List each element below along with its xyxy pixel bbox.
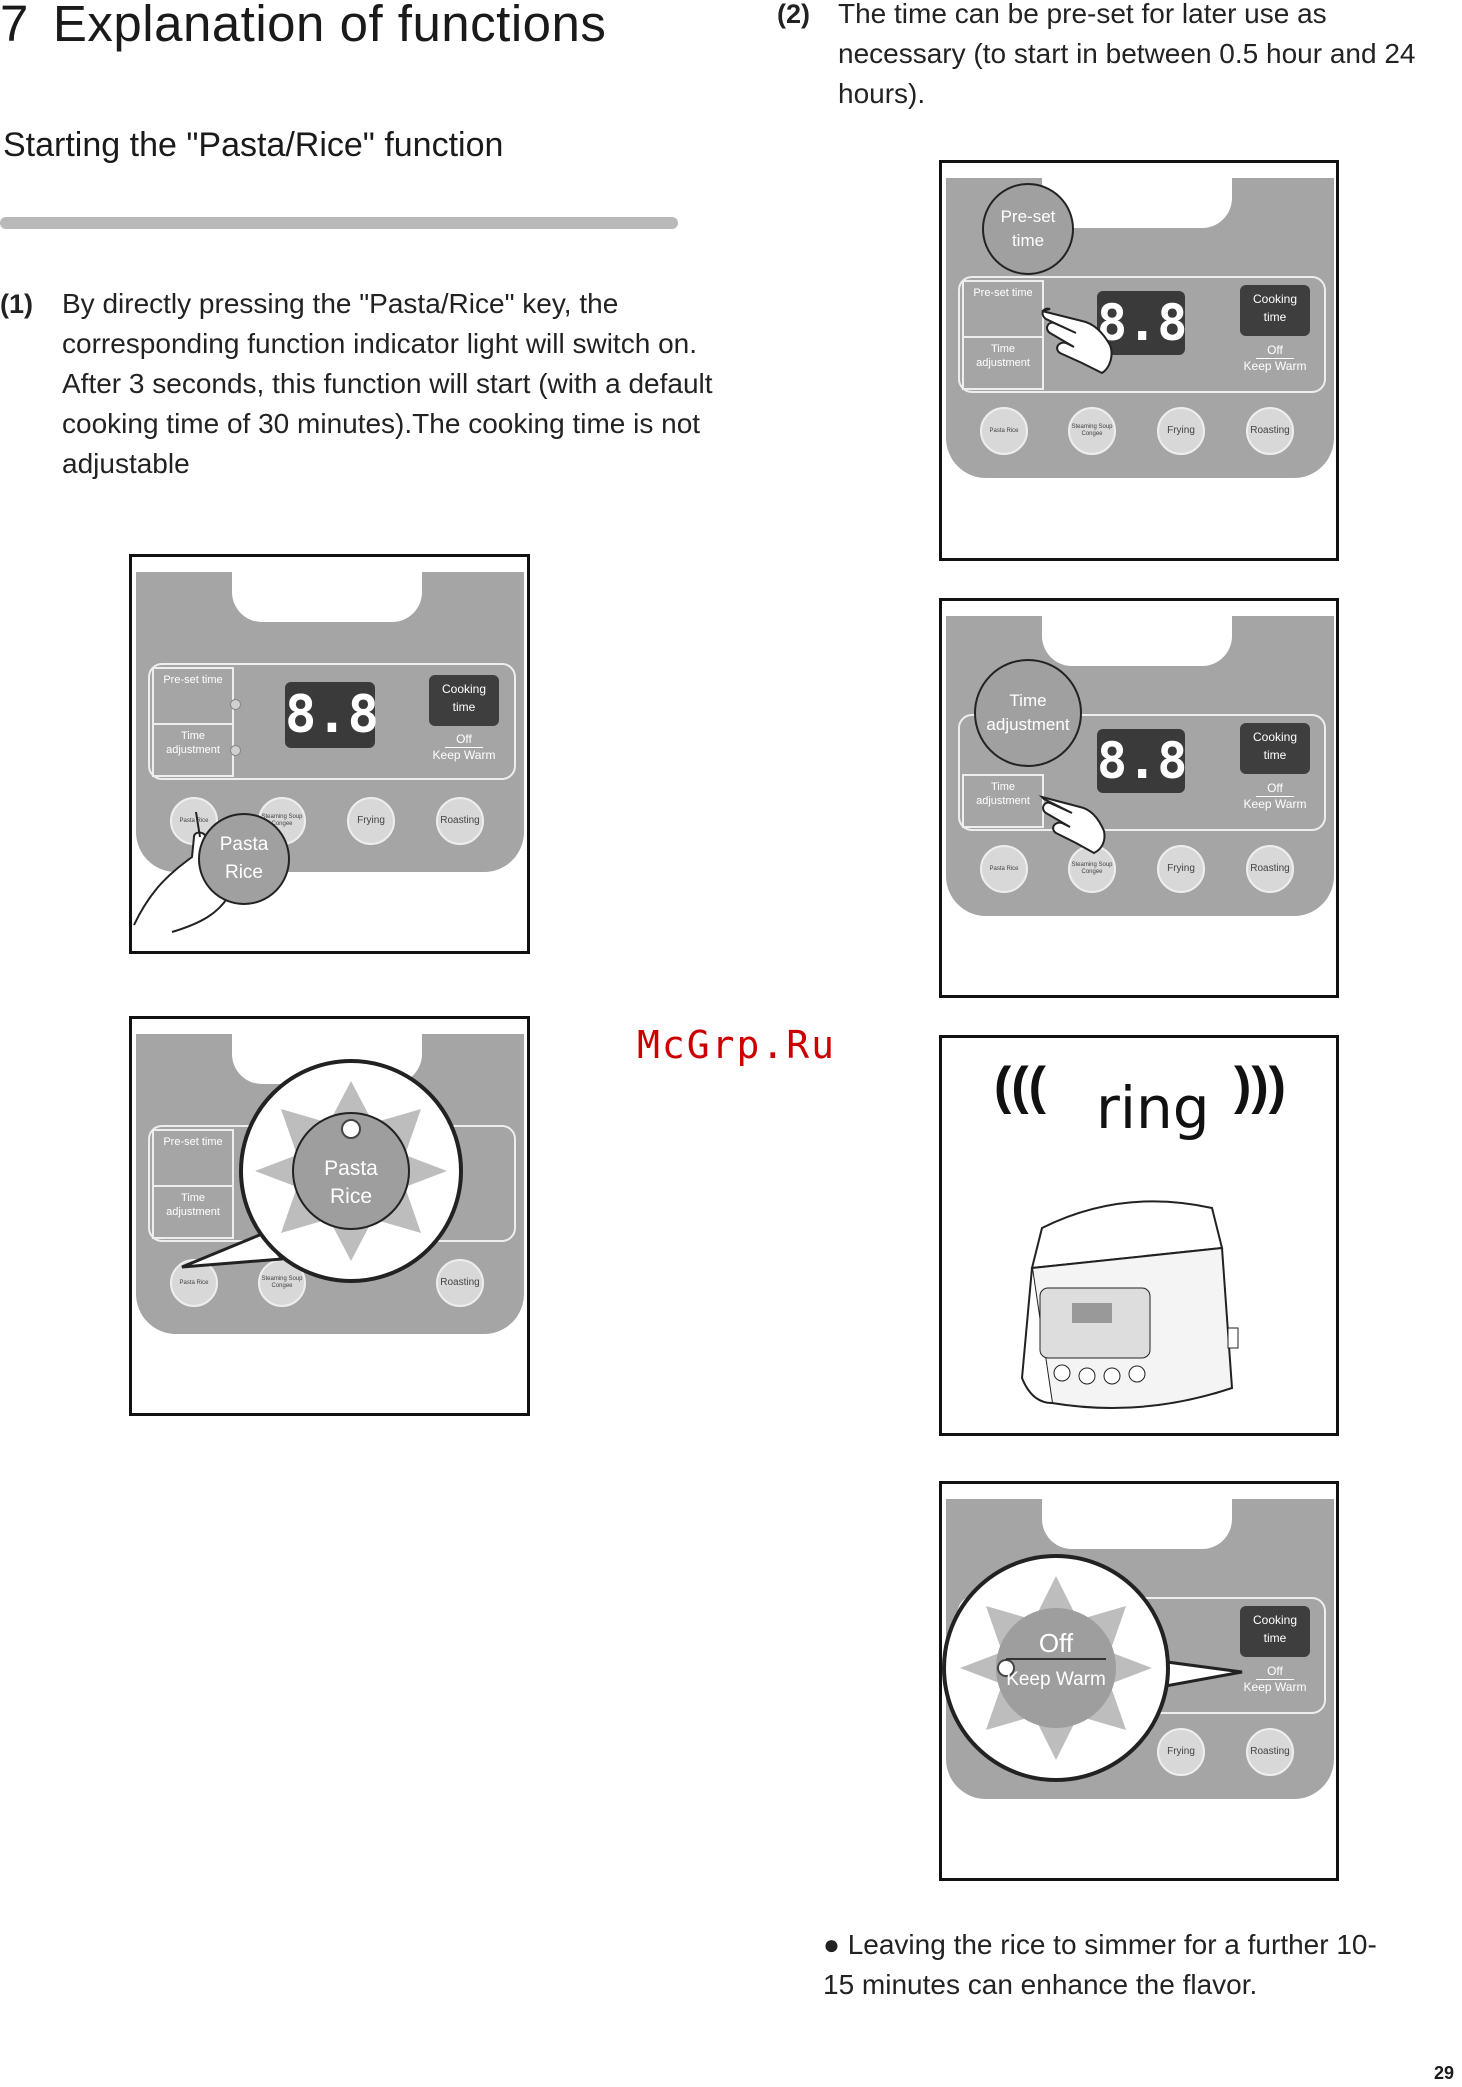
section-title: Explanation of functions (52, 0, 607, 52)
subheading: Starting the "Pasta/Rice" function (3, 126, 504, 164)
hand-icon (1041, 307, 1113, 375)
starburst-icon (255, 1081, 447, 1261)
step-2: (2) The time can be pre-set for later us… (777, 0, 1457, 114)
starburst-icon (960, 1576, 1152, 1760)
zoom-pasta-rice-label: Pasta Rice (324, 1157, 378, 1208)
tip-note: ● Leaving the rice to simmer for a furth… (823, 1925, 1383, 2005)
sound-waves-left-icon: ((( (994, 1057, 1046, 1115)
roasting-button: Roasting (1246, 407, 1294, 455)
time-led (230, 745, 241, 756)
section-heading: 7 Explanation of functions (0, 0, 606, 53)
ring-label: ring (1096, 1074, 1210, 1142)
roasting-button: Roasting (1246, 1728, 1294, 1776)
zoom-circle: Off Keep Warm (942, 1554, 1170, 1782)
digital-display: 8.8 (1097, 729, 1187, 793)
roasting-button: Roasting (1246, 845, 1294, 893)
time-adjustment-key: Time adjustment (152, 1185, 234, 1239)
preset-led (230, 699, 241, 710)
step-1-text: By directly pressing the "Pasta/Rice" ke… (62, 288, 713, 479)
zoom-off-label: Off (1006, 1628, 1106, 1660)
step-1-number: (1) (0, 289, 33, 319)
zoom-circle: Pasta Rice (239, 1059, 463, 1283)
hand-icon (1038, 795, 1106, 855)
step-1: (1) By directly pressing the "Pasta/Rice… (0, 284, 740, 504)
steaming-button: Steaming Soup Congee (1068, 407, 1116, 455)
step-2-number: (2) (777, 0, 810, 29)
pasta-rice-button: Pasta Rice (980, 407, 1028, 455)
zoom-keep-warm-label: Keep Warm (1006, 1669, 1106, 1690)
cooking-time-key: Cooking time (429, 675, 499, 726)
callout-pasta-rice: Pasta Rice (198, 813, 290, 905)
step-2-text: The time can be pre-set for later use as… (838, 0, 1416, 109)
time-adjustment-key: Time adjustment (962, 774, 1044, 828)
hand-icon (133, 811, 245, 933)
callout-preset-time: Pre-set time (982, 183, 1074, 275)
preset-key: Pre-set time (962, 280, 1044, 338)
watermark: McGrp.Ru (637, 1023, 837, 1067)
digital-display: 8.8 (285, 682, 379, 748)
digital-display: 8.8 (1097, 291, 1187, 355)
figure-preset-time: Pre-set time Time adjustment 8.8 Cooking… (939, 160, 1339, 561)
frying-button: Frying (347, 797, 395, 845)
sound-waves-right-icon: ))) (1234, 1057, 1286, 1115)
cooking-time-key: Cooking time (1240, 285, 1310, 336)
figure-pasta-press: Pre-set time Time adjustment 8.8 Cooking… (129, 554, 530, 954)
cooking-time-key: Cooking time (1240, 723, 1310, 774)
section-number: 7 (0, 0, 29, 52)
page-number: 29 (1433, 2063, 1454, 2083)
roasting-button: Roasting (436, 797, 484, 845)
roasting-button: Roasting (436, 1259, 484, 1307)
figure-ring: ((( ring ))) (939, 1035, 1339, 1436)
callout-time-adjustment: Time adjustment (974, 659, 1082, 767)
rice-cooker-icon (1020, 1200, 1239, 1409)
bullet-icon: ● (823, 1929, 840, 1960)
figure-pasta-zoom: Pre-set time Time adjustment Pasta Rice … (129, 1016, 530, 1416)
frying-button: Frying (1157, 407, 1205, 455)
divider (0, 217, 678, 229)
frying-button: Frying (1157, 1728, 1205, 1776)
frying-button: Frying (1157, 845, 1205, 893)
time-adjustment-key: Time adjustment (152, 723, 234, 777)
pasta-rice-button: Pasta Rice (980, 845, 1028, 893)
tip-note-text: Leaving the rice to simmer for a further… (823, 1929, 1377, 2000)
cooking-time-key: Cooking time (1240, 1606, 1310, 1657)
time-adjustment-key: Time adjustment (962, 336, 1044, 390)
